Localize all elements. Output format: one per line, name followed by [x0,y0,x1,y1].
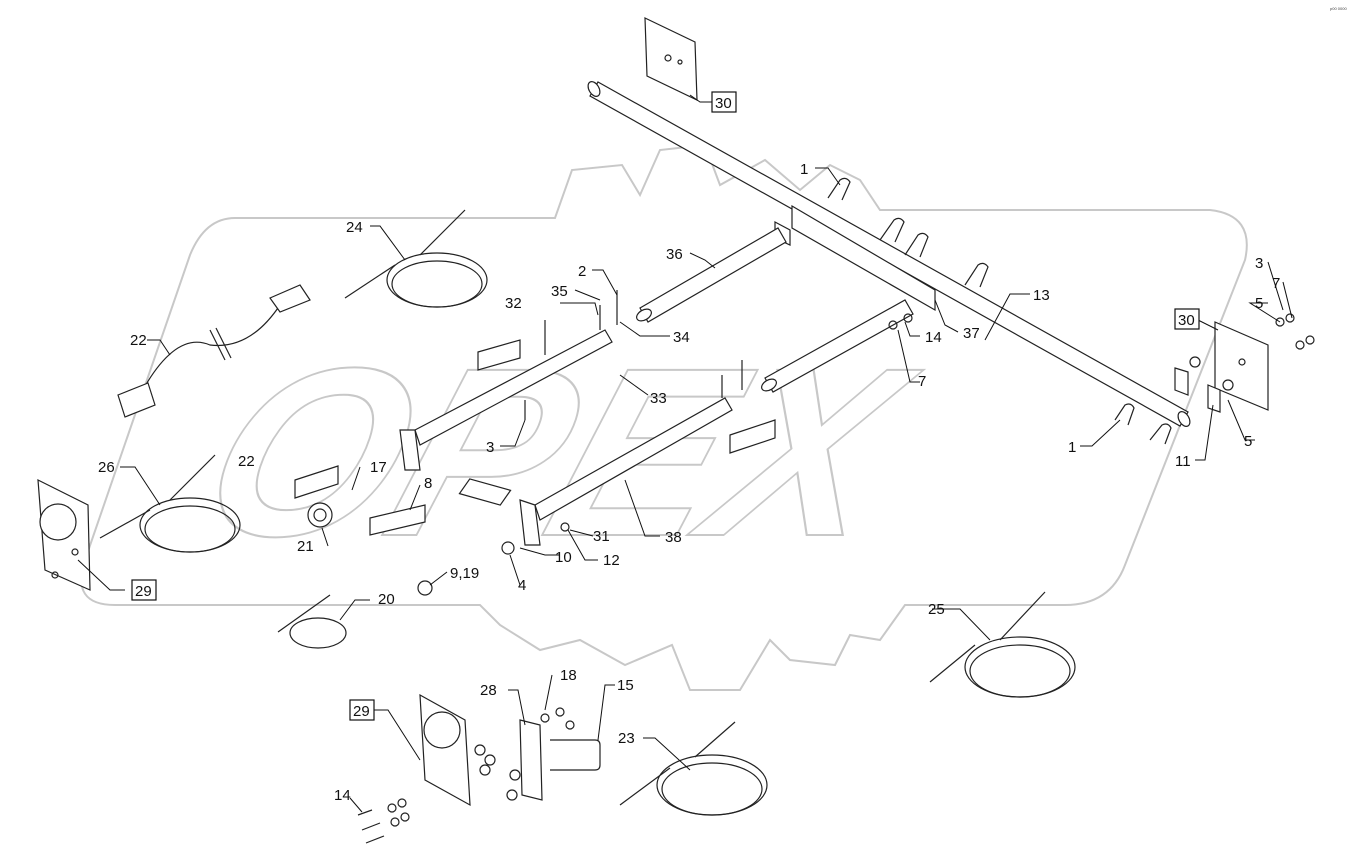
callout-14b: 14 [334,787,351,804]
callout-20: 20 [378,591,395,608]
callout-7b: 7 [918,373,926,390]
main-tube [587,81,1191,427]
cable-coils [99,209,1076,816]
callout-23: 23 [618,730,635,747]
boxed-callout-30a: 30 [715,95,732,112]
callout-18: 18 [560,667,577,684]
bar-38 [501,360,743,555]
corner-code: p00 0000 [1330,6,1347,11]
bracket-29-left [37,478,91,591]
callout-10: 10 [555,549,572,566]
tube-lower [761,299,914,393]
hardware-14 [357,798,410,844]
bracket-30-top [644,17,698,101]
callouts: 1 1 2 3 3 4 5 5 7 7 8 9,19 10 11 12 13 1… [98,161,1280,804]
bar-34 [399,290,618,471]
callout-15: 15 [617,677,634,694]
leader-lines [77,94,1293,813]
boxed-callouts: 30 30 29 29 [131,91,1200,721]
callout-24: 24 [346,219,363,236]
boxed-callout-30b: 30 [1178,312,1195,329]
bracket-28 [506,707,601,801]
watermark-gear: OPEX [80,143,1248,691]
callout-35: 35 [551,283,568,300]
callout-8: 8 [424,475,432,492]
callout-17: 17 [370,459,387,476]
callout-7a: 7 [1272,275,1280,292]
boxed-callout-29a: 29 [135,583,152,600]
callout-38: 38 [665,529,682,546]
callout-9-19: 9,19 [450,565,479,582]
callout-3b: 3 [486,439,494,456]
callout-12: 12 [603,552,620,569]
callout-25: 25 [928,601,945,618]
callout-28: 28 [480,682,497,699]
callout-34: 34 [673,329,690,346]
callout-33: 33 [650,390,667,407]
callout-21: 21 [297,538,314,555]
callout-26: 26 [98,459,115,476]
callout-31: 31 [593,528,610,545]
tube-36 [636,227,787,323]
callout-14a: 14 [925,329,942,346]
boxed-callout-29b: 29 [353,703,370,720]
light-21 [307,502,333,528]
callout-36: 36 [666,246,683,263]
u-bolts [827,177,1172,445]
plug-cable [117,284,311,418]
bracket-30-right [1174,313,1315,413]
callout-13: 13 [1033,287,1050,304]
callout-22a: 22 [130,332,147,349]
callout-4: 4 [518,577,526,594]
callout-5a: 5 [1255,295,1263,312]
callout-11: 11 [1175,453,1191,470]
callout-2: 2 [578,263,586,280]
callout-22b: 22 [238,453,255,470]
stickers [294,339,776,536]
callout-3a: 3 [1255,255,1263,272]
callout-5b: 5 [1244,433,1252,450]
callout-37: 37 [963,325,980,342]
callout-1a: 1 [800,161,808,178]
bracket-29-lower [419,693,496,807]
callout-32: 32 [505,295,522,312]
callout-1b: 1 [1068,439,1076,456]
